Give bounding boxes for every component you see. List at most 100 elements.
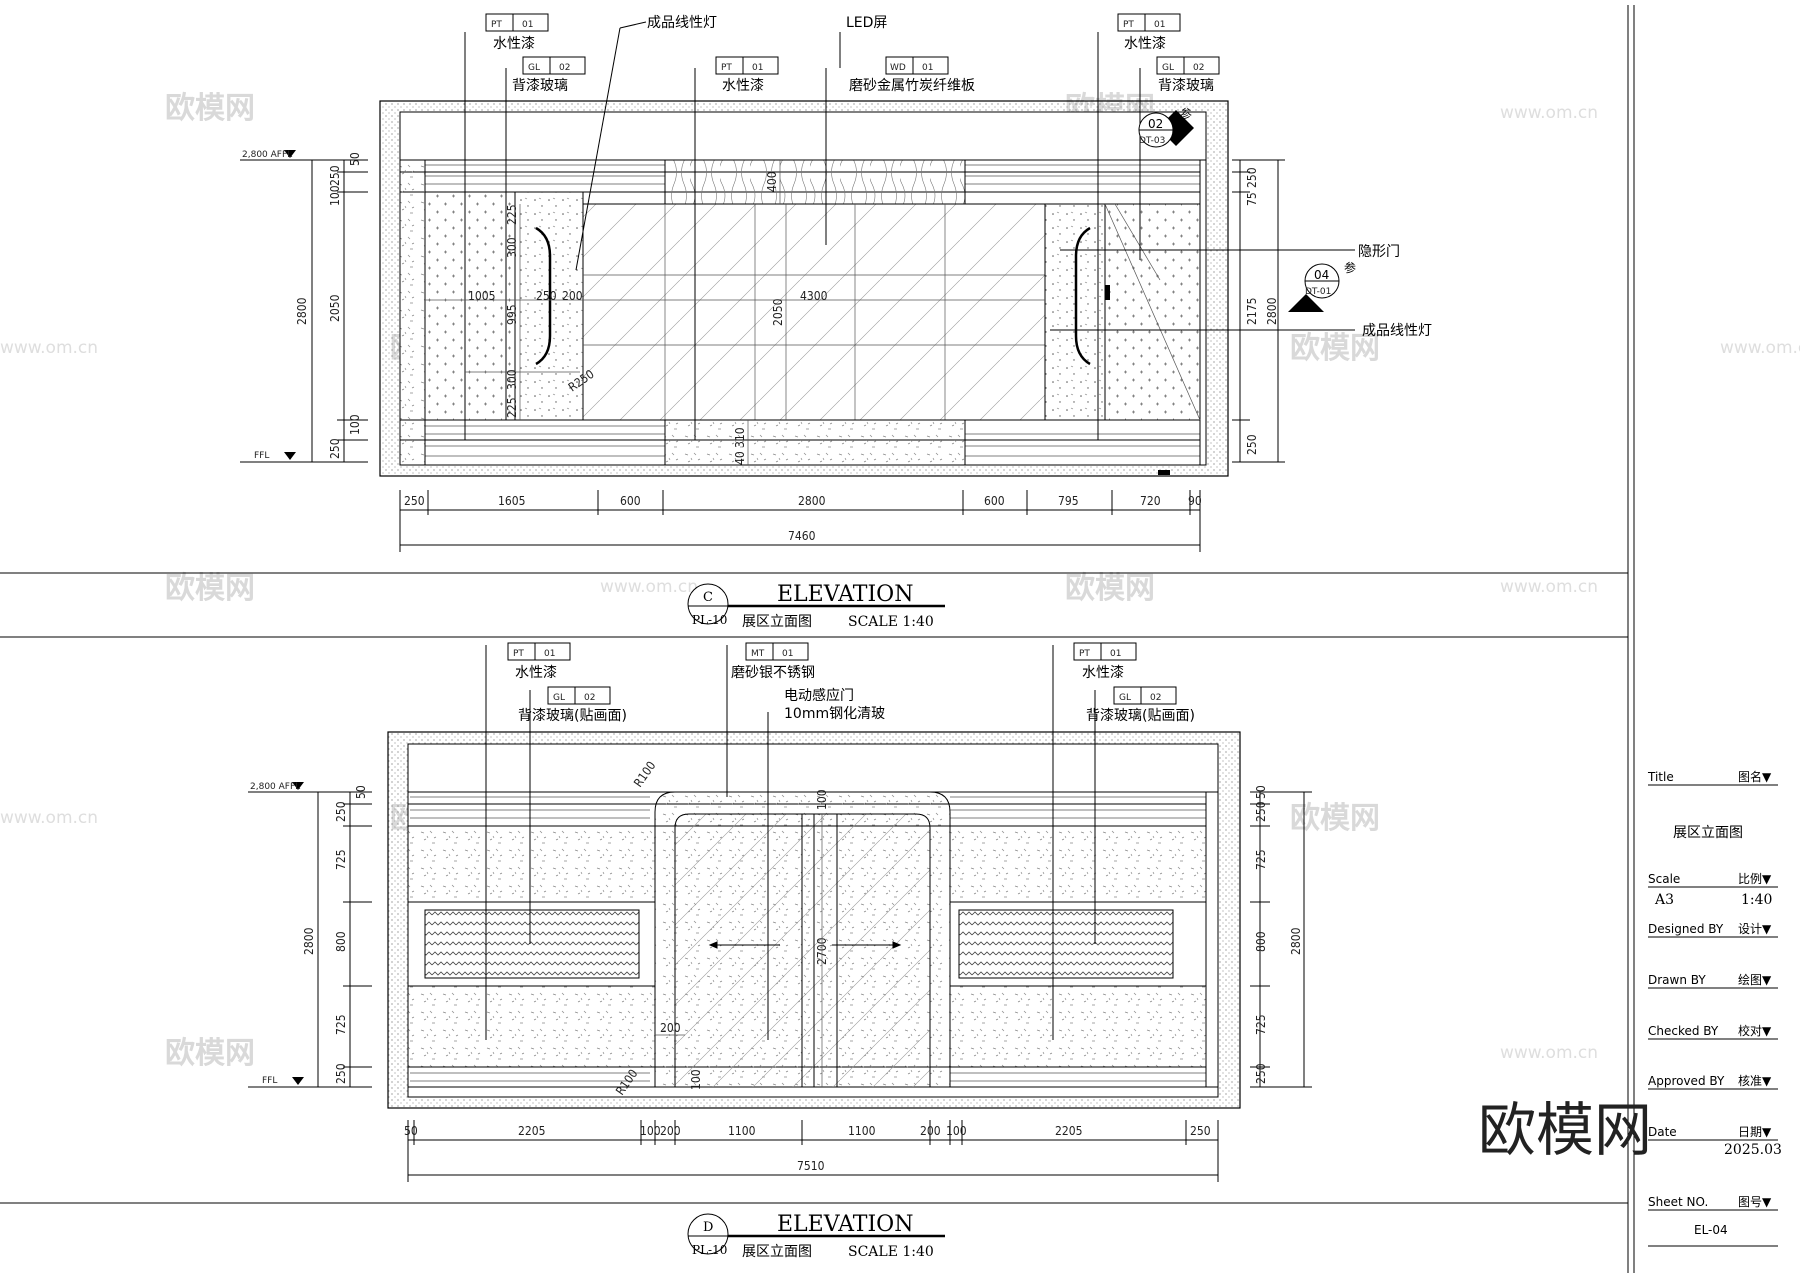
svg-text:1005: 1005 <box>468 289 495 303</box>
svg-text:Checked BY: Checked BY <box>1648 1024 1719 1038</box>
title-scale: SCALE 1:40 <box>848 614 934 630</box>
svg-text:100: 100 <box>348 414 362 435</box>
svg-text:720: 720 <box>1140 494 1161 508</box>
svg-text:250: 250 <box>404 494 425 508</box>
svg-text:2205: 2205 <box>1055 1124 1082 1138</box>
watermark-url: www.om.cn <box>1720 338 1800 358</box>
left-column <box>399 159 426 466</box>
svg-text:02: 02 <box>1150 693 1161 703</box>
tag-label: 背漆玻璃 <box>512 77 568 94</box>
svg-text:04: 04 <box>1314 268 1329 282</box>
svg-text:01: 01 <box>782 649 793 659</box>
svg-text:GL: GL <box>553 693 565 703</box>
tag-gl02-right: GL 02 背漆玻璃(贴画面) <box>1086 686 1195 724</box>
svg-text:725: 725 <box>334 849 348 870</box>
watermark-logo: 欧模网 <box>1290 331 1380 366</box>
svg-text:225: 225 <box>505 204 519 225</box>
linear-light-right <box>1074 226 1091 366</box>
door-handle <box>1105 285 1110 300</box>
svg-text:250: 250 <box>328 165 342 186</box>
right-column <box>1205 791 1219 1088</box>
svg-text:Title: Title <box>1647 770 1674 784</box>
svg-text:参: 参 <box>1180 106 1192 121</box>
svg-text:600: 600 <box>984 494 1005 508</box>
svg-text:01: 01 <box>922 63 933 73</box>
watermark-url: www.om.cn <box>0 338 98 358</box>
svg-text:50: 50 <box>404 1124 418 1138</box>
svg-text:DT-03: DT-03 <box>1139 136 1165 146</box>
left-graphic-glass <box>424 909 640 979</box>
svg-text:2800: 2800 <box>302 927 316 955</box>
svg-text:2050: 2050 <box>771 298 785 326</box>
svg-text:图名▼: 图名▼ <box>1738 769 1772 784</box>
svg-text:725: 725 <box>334 1014 348 1035</box>
svg-text:C: C <box>703 590 713 605</box>
total-width: 7460 <box>788 529 816 543</box>
tag-pt01-left: PT 01 水性漆 <box>507 642 571 681</box>
svg-text:02: 02 <box>559 63 570 73</box>
svg-text:800: 800 <box>1254 931 1268 952</box>
svg-text:100: 100 <box>689 1069 703 1090</box>
watermark-url: www.om.cn <box>0 808 98 828</box>
svg-text:核准▼: 核准▼ <box>1738 1074 1772 1088</box>
svg-text:2,800 AFFL: 2,800 AFFL <box>250 782 300 792</box>
tag-label: 背漆玻璃(贴画面) <box>1086 707 1195 724</box>
tag-label: 磨砂金属竹炭纤维板 <box>849 78 975 94</box>
svg-text:01: 01 <box>1154 20 1165 30</box>
svg-text:250: 250 <box>536 289 557 303</box>
svg-text:绘图▼: 绘图▼ <box>1738 972 1772 987</box>
svg-text:250: 250 <box>1254 801 1268 822</box>
svg-text:75: 75 <box>1245 192 1259 206</box>
detail-ref-02: 02 DT-03 参 <box>1138 106 1194 148</box>
title-scale: SCALE 1:40 <box>848 1244 934 1260</box>
title-heading: ELEVATION <box>777 1212 913 1237</box>
svg-text:日期▼: 日期▼ <box>1738 1125 1772 1139</box>
svg-text:Date: Date <box>1648 1125 1677 1139</box>
tag-label: 磨砂银不锈钢 <box>731 665 815 681</box>
watermark-logo: 欧模网 <box>165 1036 255 1071</box>
svg-text:100: 100 <box>640 1124 661 1138</box>
title-d: D PL-10 ELEVATION 展区立面图 SCALE 1:40 <box>687 1212 945 1260</box>
watermark-url: www.om.cn <box>1500 577 1598 597</box>
svg-text:40: 40 <box>733 451 747 465</box>
title-c: C PL-10 ELEVATION 展区立面图 SCALE 1:40 <box>687 582 945 630</box>
svg-text:250: 250 <box>1190 1124 1211 1138</box>
svg-text:200: 200 <box>660 1021 681 1035</box>
svg-text:2800: 2800 <box>798 494 826 508</box>
svg-text:4300: 4300 <box>800 289 828 303</box>
svg-text:725: 725 <box>1254 1014 1268 1035</box>
svg-text:600: 600 <box>620 494 641 508</box>
title-heading: ELEVATION <box>777 582 913 607</box>
watermark-url: www.om.cn <box>1500 1043 1598 1063</box>
plinth <box>664 419 966 466</box>
svg-text:01: 01 <box>1110 649 1121 659</box>
svg-text:02: 02 <box>1193 63 1204 73</box>
tag-pt01-mid: PT 01 水性漆 <box>715 56 779 94</box>
svg-text:2800: 2800 <box>295 297 309 325</box>
title-subtitle: 展区立面图 <box>742 614 812 630</box>
svg-text:D: D <box>703 1220 713 1235</box>
svg-text:250: 250 <box>1254 1063 1268 1084</box>
tag-label: 水性漆 <box>1124 36 1166 52</box>
tag-label: 水性漆 <box>722 78 764 94</box>
svg-text:设计▼: 设计▼ <box>1738 922 1772 936</box>
wood-panel <box>664 159 966 205</box>
sheet-number: EL-04 <box>1694 1223 1728 1237</box>
svg-text:参: 参 <box>1344 260 1356 275</box>
total-width: 7510 <box>797 1159 825 1173</box>
elevation-d: PT 01 水性漆 GL 02 背漆玻璃(贴画面) MT 01 磨砂银不锈钢 P… <box>248 642 1312 1260</box>
svg-text:02: 02 <box>584 693 595 703</box>
svg-text:2800: 2800 <box>1289 927 1303 955</box>
svg-text:2050: 2050 <box>328 294 342 322</box>
left-glass-panel <box>424 191 516 421</box>
svg-text:310: 310 <box>733 427 747 448</box>
right-column <box>1199 159 1207 466</box>
svg-text:01: 01 <box>752 63 763 73</box>
tag-gl02-left: GL 02 背漆玻璃(贴画面) <box>518 686 627 724</box>
svg-text:GL: GL <box>1162 63 1174 73</box>
detail-ref-04: 04 DT-01 参 <box>1288 260 1356 312</box>
watermark-logo: 欧模网 <box>1065 571 1155 606</box>
watermark-logo: 欧模网 <box>165 571 255 606</box>
svg-text:1:40: 1:40 <box>1741 892 1772 908</box>
